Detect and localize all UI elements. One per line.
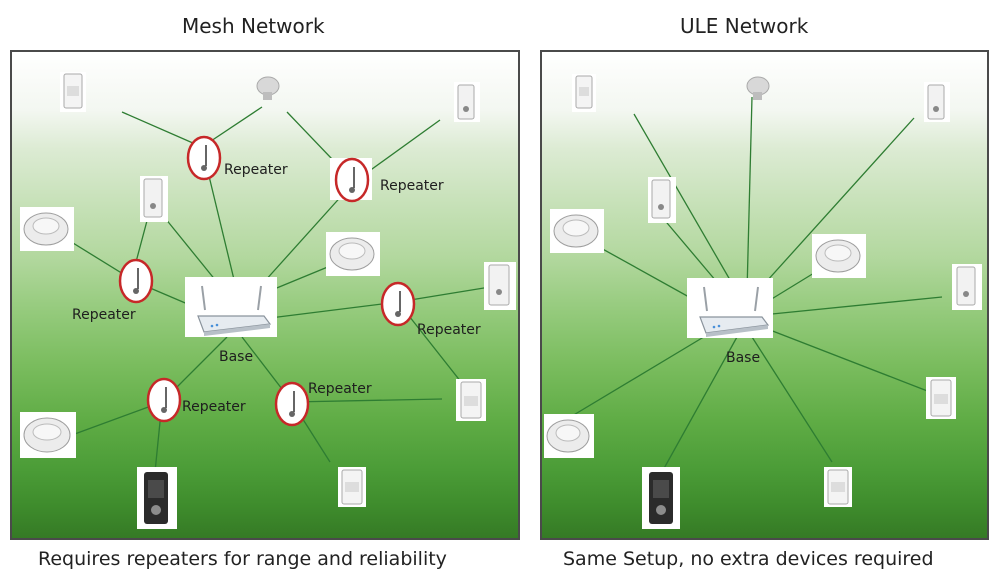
mesh-diagram-svg (20, 72, 516, 529)
ule-network-panel: Base (540, 50, 989, 540)
ule-motion-sensor-icon-1 (572, 74, 596, 112)
mesh-smart-plug-icon-1 (454, 82, 480, 122)
ule-smoke-detector-icon-1 (550, 209, 604, 253)
mesh-motion-sensor-icon-2 (456, 379, 486, 421)
ule-caption: Same Setup, no extra devices required (563, 548, 934, 570)
ule-diagram-svg (544, 74, 982, 529)
mesh-repeater-icon-4 (380, 281, 416, 327)
ule-base-label: Base (726, 350, 761, 366)
ule-smart-plug-icon-3 (952, 264, 982, 310)
mesh-smart-plug-icon-2 (140, 176, 168, 222)
repeater-label-5: Repeater (182, 399, 246, 415)
mesh-motion-sensor-icon-3 (338, 467, 366, 507)
mesh-repeater-icon-3 (118, 258, 154, 304)
ule-motion-sensor-icon-3 (824, 467, 852, 507)
mesh-base-label: Base (219, 349, 254, 365)
ule-smart-plug-icon-2 (648, 177, 676, 223)
repeater-label-3: Repeater (72, 307, 136, 323)
ule-links (561, 96, 943, 473)
repeater-label-2: Repeater (380, 178, 444, 194)
ule-motion-sensor-icon-2 (926, 377, 956, 419)
mesh-repeater-icon-6 (274, 381, 310, 427)
mesh-caption: Requires repeaters for range and reliabi… (38, 548, 447, 570)
ule-base-router-icon (687, 278, 773, 338)
mesh-repeater-icon-1 (186, 135, 222, 181)
ule-smart-plug-icon-1 (924, 82, 950, 122)
repeater-label-4: Repeater (417, 322, 481, 338)
mesh-smart-plug-icon-3 (484, 262, 516, 310)
mesh-light-bulb-icon (256, 76, 280, 100)
mesh-network-panel: Repeater Repeater Repeater Repeater Repe… (10, 50, 520, 540)
ule-smoke-detector-icon-3 (544, 414, 594, 458)
ule-network-title: ULE Network (680, 14, 809, 38)
ule-smoke-detector-icon-2 (812, 234, 866, 278)
mesh-smoke-detector-icon-2 (326, 232, 380, 276)
mesh-motion-sensor-icon-1 (60, 72, 86, 112)
mesh-smoke-detector-icon-1 (20, 207, 74, 251)
ule-door-lock-icon (642, 467, 680, 529)
repeater-label-6: Repeater (308, 381, 372, 397)
mesh-network-title: Mesh Network (182, 14, 325, 38)
mesh-door-lock-icon (137, 467, 177, 529)
mesh-base-router-icon (185, 277, 277, 337)
mesh-repeater-icon-2 (330, 157, 372, 203)
mesh-repeater-icon-5 (146, 377, 182, 423)
mesh-smoke-detector-icon-3 (20, 412, 76, 458)
ule-light-bulb-icon (746, 76, 770, 100)
repeater-label-1: Repeater (224, 162, 288, 178)
